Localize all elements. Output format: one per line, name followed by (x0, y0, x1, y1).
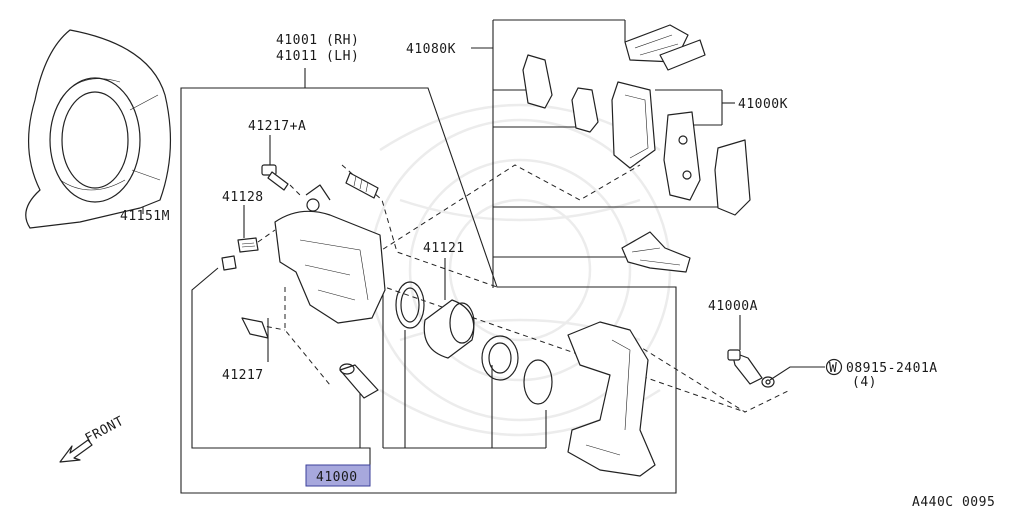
leader-41000 (142, 135, 825, 470)
label-41000k[interactable]: 41000K (738, 97, 788, 112)
pin-bolt-upper-drawing (261, 164, 289, 191)
label-41000a[interactable]: 41000A (708, 299, 758, 314)
dust-shield-drawing (25, 29, 172, 229)
diagram-code: A440C 0095 (912, 495, 995, 510)
label-41217a[interactable]: 41217+A (248, 119, 306, 134)
guide-pin-lower-drawing (339, 363, 379, 399)
piston-boot-drawing (481, 335, 519, 381)
leader-41080k (471, 19, 722, 288)
piston-drawing (423, 299, 475, 359)
label-41080k[interactable]: 41080K (406, 42, 456, 57)
pad-shim-b-drawing (571, 87, 599, 133)
mount-bolt-drawing (727, 349, 763, 385)
label-41000[interactable]: 41000 (316, 470, 358, 485)
label-41128[interactable]: 41128 (222, 190, 264, 205)
brake-pad-outer-drawing (663, 111, 701, 201)
anti-rattle-clip-top-drawing (624, 24, 706, 71)
pin-bolt-lower-drawing (241, 317, 269, 339)
label-41217[interactable]: 41217 (222, 368, 264, 383)
bleeder-drawing (221, 237, 259, 271)
washer-symbol-circle (825, 358, 843, 376)
label-41011-lh[interactable]: 41011 (LH) (276, 49, 359, 64)
assembly-dashed-lines (257, 164, 791, 413)
guide-pin-top-drawing (345, 172, 379, 199)
caliper-bracket-drawing (567, 321, 656, 477)
leader-41000k (655, 89, 735, 126)
leader-washer (769, 366, 825, 381)
brake-pad-inner-drawing (611, 81, 656, 169)
caliper-body-drawing (274, 184, 386, 324)
caliper-group-outline (180, 87, 677, 494)
caliper-assembly-highlight[interactable] (305, 464, 371, 487)
label-41001-rh[interactable]: 41001 (RH) (276, 33, 359, 48)
washer-symbol-letter: W (829, 361, 837, 376)
anti-rattle-clip-bottom-drawing (621, 231, 691, 273)
label-41121[interactable]: 41121 (423, 241, 465, 256)
label-washer-qty: (4) (852, 375, 877, 390)
pad-shim-a-drawing (522, 54, 553, 109)
pad-shim-c-drawing (714, 139, 751, 216)
label-41151m[interactable]: 41151M (120, 209, 170, 224)
label-front: FRONT (83, 414, 127, 447)
label-08915-2401a[interactable]: 08915-2401A (846, 361, 938, 376)
washer-drawing (761, 376, 775, 388)
front-arrow-icon (59, 439, 93, 463)
piston-seal-drawing (395, 281, 425, 329)
retaining-ring-drawing (523, 359, 553, 405)
